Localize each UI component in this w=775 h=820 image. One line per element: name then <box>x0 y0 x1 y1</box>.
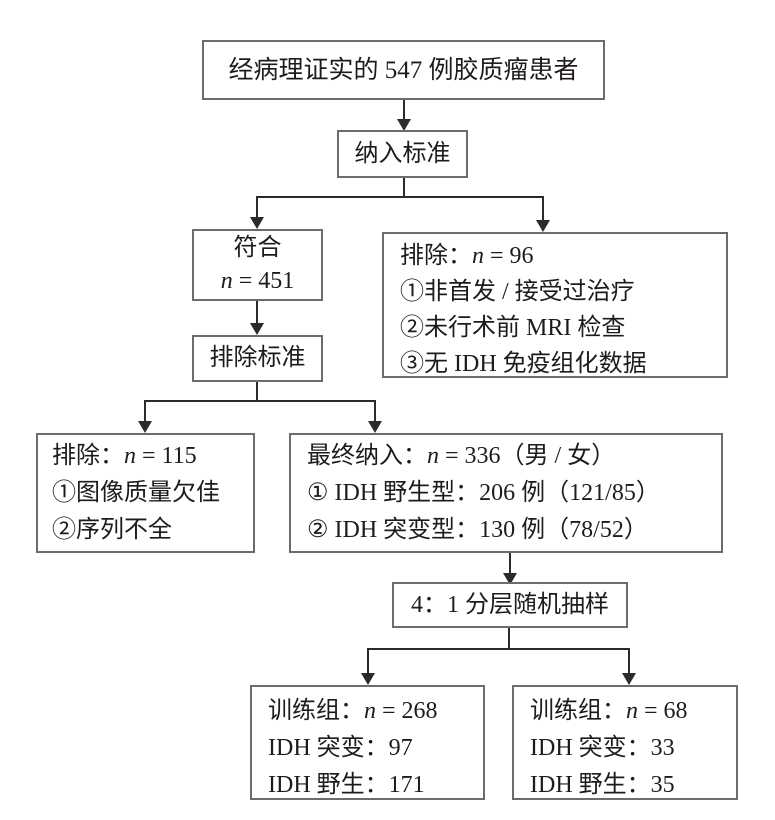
eligible-label: 符合 <box>233 235 282 261</box>
eligible-count: n = 451 <box>220 268 295 294</box>
flow-box-inclusion-criteria: 纳入标准 <box>337 130 468 178</box>
flow-box-excluded-by-exclusion: 排除：n = 115 ①图像质量欠佳 ②序列不全 <box>36 433 255 553</box>
inclusion-criteria-text: 纳入标准 <box>354 140 451 167</box>
excluded96-count: 排除：n = 96 <box>400 243 534 269</box>
flow-box-sampling: 4：1 分层随机抽样 <box>392 582 628 628</box>
exclusion-criteria-text: 排除标准 <box>209 345 306 371</box>
excluded115-count: 排除：n = 115 <box>52 443 197 469</box>
final-included-mutant: ② IDH 突变型：130 例（78/52） <box>307 517 648 543</box>
final-included-count: 最终纳入：n = 336（男 / 女） <box>307 443 616 469</box>
training-mutant: IDH 突变：97 <box>268 735 413 761</box>
excluded115-reason-2: ②序列不全 <box>52 517 172 543</box>
test-count: 训练组：n = 68 <box>530 698 688 724</box>
flow-box-test-group: 训练组：n = 68 IDH 突变：33 IDH 野生：35 <box>512 685 738 800</box>
flow-box-training-group: 训练组：n = 268 IDH 突变：97 IDH 野生：171 <box>250 685 485 800</box>
flow-box-eligible: 符合 n = 451 <box>192 229 323 301</box>
excluded96-reason-3: ③无 IDH 免疫组化数据 <box>400 351 647 377</box>
final-included-wildtype: ① IDH 野生型：206 例（121/85） <box>307 480 660 506</box>
flow-box-exclusion-criteria: 排除标准 <box>192 335 323 382</box>
sampling-text: 4：1 分层随机抽样 <box>411 591 609 618</box>
training-wildtype: IDH 野生：171 <box>268 772 425 798</box>
flow-box-patients: 经病理证实的 547 例胶质瘤患者 <box>202 40 605 100</box>
flow-box-excluded-by-inclusion: 排除：n = 96 ①非首发 / 接受过治疗 ②未行术前 MRI 检查 ③无 I… <box>382 232 728 378</box>
excluded96-reason-2: ②未行术前 MRI 检查 <box>400 315 626 341</box>
excluded115-reason-1: ①图像质量欠佳 <box>52 480 220 506</box>
test-mutant: IDH 突变：33 <box>530 735 675 761</box>
flow-box-final-included: 最终纳入：n = 336（男 / 女） ① IDH 野生型：206 例（121/… <box>289 433 723 553</box>
patients-text: 经病理证实的 547 例胶质瘤患者 <box>228 56 579 84</box>
training-count: 训练组：n = 268 <box>268 698 438 724</box>
test-wildtype: IDH 野生：35 <box>530 772 675 798</box>
excluded96-reason-1: ①非首发 / 接受过治疗 <box>400 279 635 305</box>
